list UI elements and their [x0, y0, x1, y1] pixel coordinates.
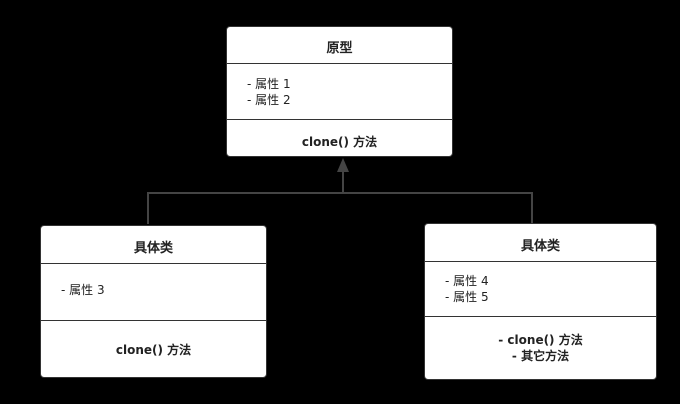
left-concrete-class-box[interactable]: 具体类 - 属性 3 clone() 方法	[40, 225, 267, 378]
right-attributes: - 属性 4 - 属性 5	[445, 273, 656, 305]
left-methods: clone() 方法	[41, 342, 266, 358]
prototype-title-divider	[227, 63, 452, 64]
prototype-class-title: 原型	[326, 41, 353, 56]
left-attributes: - 属性 3	[61, 282, 266, 298]
prototype-attributes: - 属性 1 - 属性 2	[247, 76, 452, 108]
method-item: clone() 方法	[301, 135, 378, 149]
prototype-attributes-divider	[227, 119, 452, 120]
prototype-class-box[interactable]: 原型 - 属性 1 - 属性 2 clone() 方法	[226, 26, 453, 157]
left-title-divider	[41, 263, 266, 264]
attribute-item: - 属性 5	[445, 290, 489, 304]
right-class-title: 具体类	[520, 239, 560, 254]
method-item: - 其它方法	[511, 349, 570, 363]
right-methods: - clone() 方法 - 其它方法	[425, 332, 656, 364]
attribute-item: - 属性 3	[61, 283, 105, 297]
prototype-methods: clone() 方法	[227, 134, 452, 150]
attribute-item: - 属性 1	[247, 77, 291, 91]
right-title-divider	[425, 261, 656, 262]
inheritance-arrowhead	[337, 158, 349, 172]
left-class-title: 具体类	[133, 241, 173, 256]
attribute-item: - 属性 4	[445, 274, 489, 288]
method-item: - clone() 方法	[498, 333, 583, 347]
attribute-item: - 属性 2	[247, 93, 291, 107]
left-attributes-divider	[41, 320, 266, 321]
inheritance-line	[147, 192, 533, 224]
method-item: clone() 方法	[115, 343, 192, 357]
right-attributes-divider	[425, 316, 656, 317]
right-concrete-class-box[interactable]: 具体类 - 属性 4 - 属性 5 - clone() 方法 - 其它方法	[424, 223, 657, 380]
